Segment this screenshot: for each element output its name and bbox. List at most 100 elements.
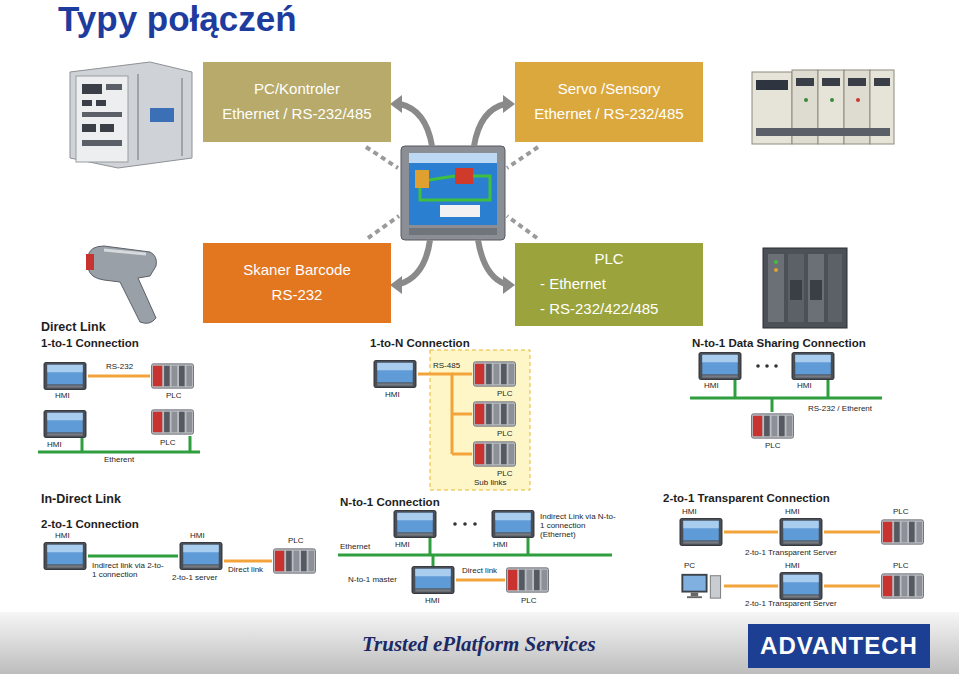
hmi-icon xyxy=(44,542,86,569)
servo-modules xyxy=(752,70,894,144)
device-label: 2-to-1 server xyxy=(172,573,217,582)
device-label: RS-485 xyxy=(433,361,460,370)
ellipsis-dots xyxy=(453,522,477,526)
device-label: PLC xyxy=(497,389,513,398)
plc-icon xyxy=(474,402,516,426)
box-text: ADVANTECH xyxy=(756,631,922,661)
device-label: HMI xyxy=(797,381,812,390)
device-label: HMI xyxy=(704,381,719,390)
box-text: - Ethernet xyxy=(523,275,695,294)
device-label: PLC xyxy=(288,536,304,545)
label-box: Skaner BarcodeRS-232 xyxy=(203,243,391,323)
device-label: HMI xyxy=(385,390,400,399)
device-label: RS-232 / Etherent xyxy=(808,404,872,413)
device-label: Indirect link via 2-to-1 connection xyxy=(92,561,167,579)
device-label: HMI xyxy=(682,507,697,516)
hmi-icon xyxy=(792,352,834,379)
footer-bar xyxy=(0,612,959,674)
box-text: Ethernet / RS-232/485 xyxy=(211,105,383,124)
hmi-icon xyxy=(699,352,741,379)
device-label: HMI xyxy=(395,540,410,549)
section-heading: 1-to-1 Connection xyxy=(41,337,139,350)
section-heading: 2-to-1 Connection xyxy=(41,518,139,531)
section-heading: 2-to-1 Transparent Connection xyxy=(663,492,830,505)
device-label: HMI xyxy=(190,531,205,540)
label-box: ADVANTECH xyxy=(748,624,930,668)
device-label: Ethernet xyxy=(340,542,370,551)
section-heading: In-Direct Link xyxy=(41,492,121,506)
plc-icon xyxy=(474,442,516,466)
device-label: Sub links xyxy=(474,478,506,487)
plc-icon xyxy=(152,364,194,388)
hmi-icon xyxy=(492,510,534,537)
label-box: PLC - Ethernet - RS-232/422/485 xyxy=(515,243,703,326)
device-label: PLC xyxy=(497,469,513,478)
hmi-icon xyxy=(394,510,436,537)
device-label: HMI xyxy=(47,440,62,449)
device-label: PLC xyxy=(893,561,909,570)
plc-icon xyxy=(274,549,316,573)
device-label: PLC xyxy=(160,438,176,447)
device-label: PLC xyxy=(497,429,513,438)
device-label: PLC xyxy=(765,441,781,450)
plc-icon xyxy=(507,568,549,592)
hmi-icon xyxy=(180,542,222,569)
slogan: Trusted ePlatform Services xyxy=(362,632,596,656)
plc-icon xyxy=(882,574,924,598)
device-label: HMI xyxy=(55,391,70,400)
device-label: PLC xyxy=(521,596,537,605)
box-text: Servo /Sensory xyxy=(523,80,695,99)
device-label: HMI xyxy=(493,540,508,549)
device-label: RS-232 xyxy=(106,362,133,371)
hmi-icon xyxy=(780,572,822,599)
device-label: Etherent xyxy=(104,455,134,464)
section-heading: Direct Link xyxy=(41,320,106,334)
hmi-icon xyxy=(44,410,86,437)
plc-icon xyxy=(474,362,516,386)
device-label: HMI xyxy=(785,561,800,570)
section-heading: N-to-1 Connection xyxy=(340,496,440,509)
device-label: Indirect Link via N-to-1 connection (Eth… xyxy=(540,512,618,540)
sub-link-region xyxy=(430,350,530,490)
industrial-pc xyxy=(70,62,192,168)
device-label: HMI xyxy=(785,507,800,516)
hmi-icon xyxy=(680,518,722,545)
box-text: Ethernet / RS-232/485 xyxy=(523,105,695,124)
page-title: Typy połączeń xyxy=(58,0,297,39)
pc-icon xyxy=(681,574,720,598)
link-arrows xyxy=(390,95,515,294)
section-heading: N-to-1 Data Sharing Connection xyxy=(692,337,866,350)
device-label: Direct link xyxy=(462,566,497,575)
box-text: Skaner Barcode xyxy=(211,261,383,280)
device-label: Direct link xyxy=(228,565,263,574)
device-label: PLC xyxy=(166,391,182,400)
hmi-icon xyxy=(412,566,454,593)
plc-icon xyxy=(152,410,194,434)
section-heading: 1-to-N Connection xyxy=(370,337,470,350)
plc-rack xyxy=(763,248,847,328)
label-box: Servo /SensoryEthernet / RS-232/485 xyxy=(515,62,703,142)
hmi-icon xyxy=(44,362,86,389)
device-label: PC xyxy=(684,561,695,570)
device-label: PLC xyxy=(893,507,909,516)
wires xyxy=(418,374,472,454)
device-label: 2-to-1 Transparent Server xyxy=(745,599,837,608)
device-label: HMI xyxy=(425,596,440,605)
hmi-panel xyxy=(401,146,505,240)
barcode-scanner xyxy=(86,246,156,323)
dashed-links xyxy=(366,147,538,238)
hmi-icon xyxy=(374,360,416,387)
ellipsis-dots xyxy=(756,364,778,368)
wires xyxy=(338,538,612,580)
plc-icon xyxy=(752,414,794,438)
hmi-icon xyxy=(780,518,822,545)
device-label: 2-to-1 Transparent Server xyxy=(745,548,837,557)
box-text: - RS-232/422/485 xyxy=(523,300,695,319)
device-label: HMI xyxy=(55,531,70,540)
device-label: N-to-1 master xyxy=(348,575,397,584)
label-box: PC/KontrolerEthernet / RS-232/485 xyxy=(203,62,391,142)
box-text: PLC xyxy=(523,250,695,269)
plc-icon xyxy=(882,520,924,544)
box-text: RS-232 xyxy=(211,286,383,305)
